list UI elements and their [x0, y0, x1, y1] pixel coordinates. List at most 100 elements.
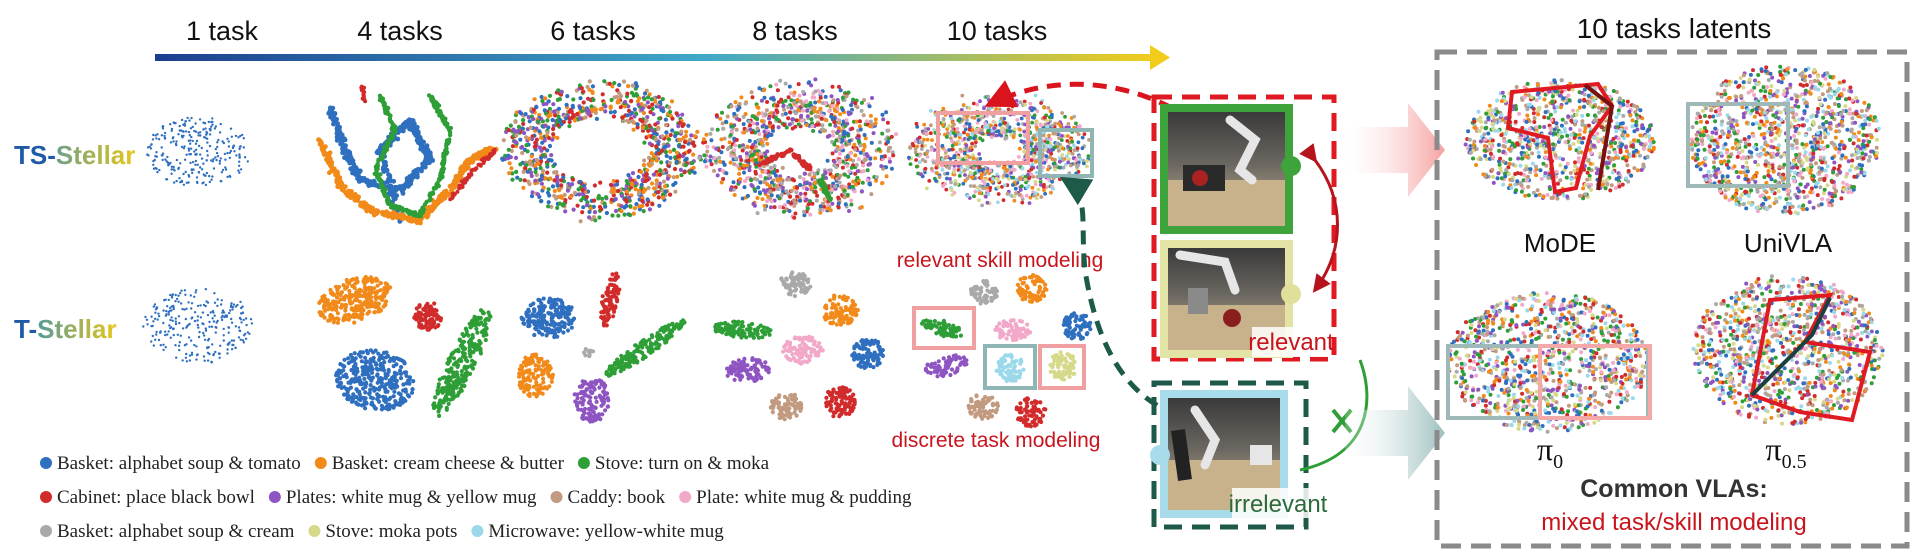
scatter-point	[237, 169, 240, 172]
scatter-point	[204, 183, 208, 187]
scatter-point	[1028, 101, 1033, 106]
scatter-point	[962, 130, 966, 135]
scatter-point	[861, 163, 865, 168]
timeline-bar	[155, 54, 1155, 61]
scatter-point	[956, 155, 961, 160]
scatter-point	[521, 118, 526, 123]
scatter-point	[828, 208, 833, 213]
scatter-point	[150, 315, 153, 318]
scatter-point	[972, 184, 977, 189]
scatter-point	[666, 137, 672, 142]
scatter-point	[185, 352, 188, 356]
scatter-point	[891, 153, 896, 158]
scatter-point	[361, 92, 366, 96]
scatter-point	[355, 171, 361, 177]
scatter-point	[833, 184, 838, 189]
scatter-point	[742, 185, 747, 190]
scatter-point	[667, 160, 673, 165]
scatter-point	[750, 153, 755, 158]
scatter-point	[928, 109, 933, 113]
scatter-point	[861, 169, 866, 173]
scatter-point	[210, 178, 213, 181]
scatter-point	[1076, 163, 1081, 168]
scatter-point	[664, 130, 669, 135]
scatter-point	[202, 355, 206, 358]
scatter-point	[450, 191, 455, 196]
scatter-point	[656, 195, 661, 200]
scatter-point	[570, 177, 576, 182]
scatter-point	[830, 84, 835, 89]
scatter-point	[585, 107, 591, 113]
scatter-point	[238, 171, 241, 174]
scatter-point	[798, 198, 802, 203]
scatter-point	[751, 202, 756, 206]
scatter-ts-4tasks	[316, 84, 499, 226]
scatter-point	[807, 181, 812, 186]
scatter-point	[187, 130, 191, 134]
scatter-point	[994, 176, 999, 181]
scatter-point	[1023, 177, 1028, 182]
scatter-point	[187, 149, 191, 152]
scatter-point	[406, 117, 412, 123]
scatter-point	[408, 181, 414, 187]
scatter-point	[1072, 114, 1077, 119]
scatter-point	[1042, 188, 1046, 193]
scatter-point	[572, 118, 577, 123]
scatter-point	[1033, 179, 1038, 184]
scatter-point	[195, 152, 198, 156]
scatter-point	[747, 168, 752, 173]
scatter-point	[787, 209, 792, 213]
scatter-point	[743, 101, 748, 106]
scatter-point	[673, 189, 678, 194]
scatter-point	[223, 152, 227, 156]
scatter-point	[833, 108, 838, 113]
scatter-point	[809, 106, 814, 111]
scatter-point	[859, 108, 864, 113]
scatter-point	[188, 119, 191, 122]
scatter-point	[555, 135, 560, 140]
scatter-point	[675, 174, 680, 179]
scatter-point	[178, 348, 181, 352]
scatter-point	[799, 113, 804, 118]
scatter-point	[631, 127, 636, 132]
scatter-point	[859, 189, 864, 194]
scatter-point	[853, 147, 858, 152]
scatter-point	[673, 133, 678, 139]
scatter-point	[926, 127, 931, 131]
scatter-point	[744, 151, 749, 156]
scatter-point	[747, 119, 752, 124]
scatter-point	[633, 181, 638, 186]
scatter-point	[417, 214, 423, 219]
scatter-point	[151, 334, 154, 338]
scatter-point	[817, 99, 821, 104]
scatter-point	[641, 125, 646, 130]
scatter-point	[188, 359, 192, 362]
scatter-point	[1017, 155, 1021, 159]
scatter-point	[154, 338, 157, 341]
scatter-point	[795, 194, 800, 199]
scatter-point	[528, 125, 533, 130]
scatter-point	[624, 189, 630, 194]
scatter-point	[381, 164, 387, 170]
scatter-point	[222, 339, 225, 342]
scatter-point	[244, 317, 248, 320]
scatter-point	[527, 160, 532, 165]
scatter-point	[507, 161, 512, 166]
scatter-point	[1011, 183, 1015, 187]
scatter-point	[152, 320, 155, 323]
scatter-point	[534, 126, 539, 131]
scatter-point	[441, 152, 446, 157]
scatter-point	[643, 173, 649, 178]
scatter-point	[654, 158, 659, 163]
scatter-point	[923, 166, 928, 171]
scatter-point	[218, 131, 222, 134]
scatter-point	[200, 168, 204, 171]
scatter-point	[335, 124, 341, 129]
scatter-point	[527, 119, 532, 124]
scatter-point	[745, 128, 749, 133]
scatter-point	[1085, 159, 1090, 164]
scatter-point	[545, 148, 550, 153]
scatter-point	[195, 289, 198, 292]
scatter-point	[175, 158, 179, 162]
scatter-point	[513, 140, 519, 145]
